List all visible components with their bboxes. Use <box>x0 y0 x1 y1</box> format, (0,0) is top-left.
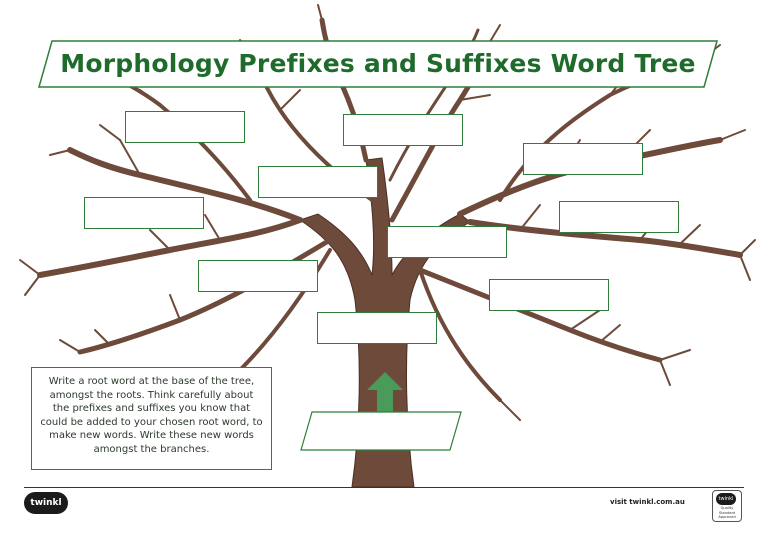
word-box-4[interactable] <box>258 166 378 198</box>
root-word-box[interactable] <box>300 411 462 451</box>
instructions-text: Write a root word at the base of the tre… <box>31 367 272 470</box>
banner-shape <box>38 40 718 88</box>
word-box-8[interactable] <box>198 260 318 292</box>
word-box-7[interactable] <box>387 226 507 258</box>
word-box-1[interactable] <box>125 111 245 143</box>
word-box-10[interactable] <box>317 312 437 344</box>
title-banner: Morphology Prefixes and Suffixes Word Tr… <box>38 40 718 88</box>
footer-divider <box>24 487 744 488</box>
badge-text: Quality Standard Approved <box>718 506 736 519</box>
badge-seal: twinkl <box>716 493 736 505</box>
word-box-5[interactable] <box>84 197 204 229</box>
word-box-9[interactable] <box>489 279 609 311</box>
word-box-6[interactable] <box>559 201 679 233</box>
page-title: Morphology Prefixes and Suffixes Word Tr… <box>60 49 696 78</box>
word-box-2[interactable] <box>343 114 463 146</box>
footer-site-text: visit twinkl.com.au <box>610 498 685 506</box>
quality-badge: twinkl Quality Standard Approved <box>712 490 742 522</box>
twinkl-logo: twinkl <box>24 492 68 514</box>
word-box-3[interactable] <box>523 143 643 175</box>
up-arrow-icon <box>367 372 403 412</box>
